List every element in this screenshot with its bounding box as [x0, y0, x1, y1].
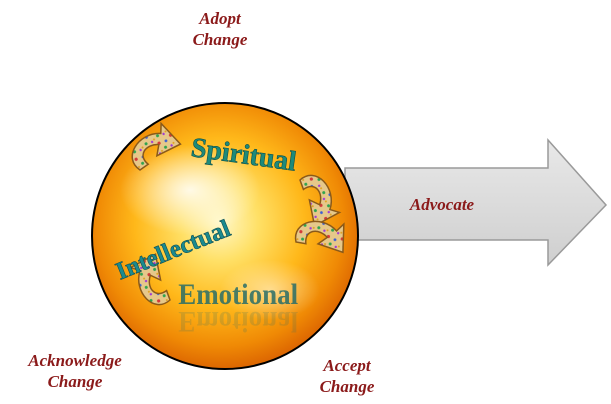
advocate-label: Advocate [409, 195, 475, 214]
emotional-word: Emotional [178, 279, 298, 312]
adopt-change-line2: Change [192, 30, 248, 49]
accept-change-line1: Accept [323, 356, 371, 375]
adopt-change-label: Adopt Change [160, 8, 280, 50]
curved-arrow-icon [131, 121, 182, 171]
accept-change-line2: Change [319, 377, 375, 396]
emotional-reflection: Emotional [178, 305, 298, 338]
advocate-arrow [344, 138, 608, 267]
acknowledge-change-label: Acknowledge Change [0, 350, 150, 392]
curved-arrow-icon [294, 220, 345, 254]
accept-change-label: Accept Change [292, 355, 402, 397]
acknowledge-change-line2: Change [47, 372, 103, 391]
adopt-change-line1: Adopt [199, 9, 241, 28]
acknowledge-change-line1: Acknowledge [28, 351, 122, 370]
curved-arrow-icon [128, 253, 171, 306]
